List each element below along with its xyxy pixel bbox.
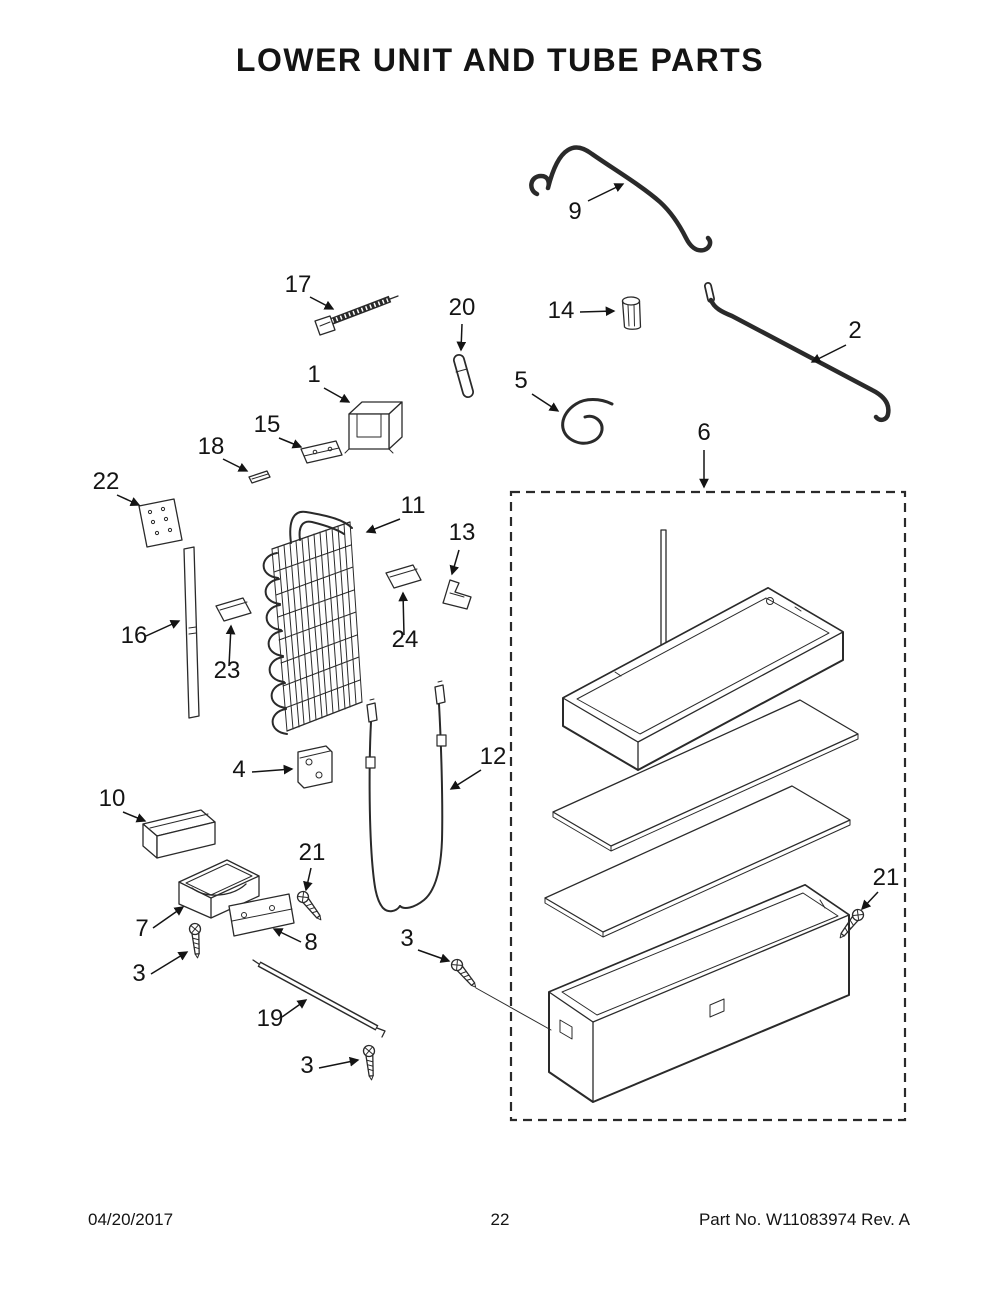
part-16-strip: [183, 546, 200, 719]
part-3-screw-left: [188, 922, 204, 960]
callout-6-label: 6: [697, 419, 710, 446]
footer-page-number: 22: [491, 1210, 510, 1229]
part-11-evaporator-coil: [262, 510, 363, 735]
callout-10-label: 10: [99, 785, 126, 812]
part-2-long-tube: [704, 282, 891, 423]
part-6-pan-assembly: [509, 490, 907, 1122]
callout-2: 2: [810, 317, 862, 363]
upper-pan: [562, 587, 844, 771]
callout-14: 14: [548, 297, 616, 324]
callout-14-label: 14: [548, 297, 575, 324]
callout-11-label: 11: [401, 492, 426, 519]
support-rod: [660, 529, 667, 653]
part-3-screw-bottom: [362, 1044, 378, 1082]
callout-6: 6: [697, 419, 711, 489]
part-8-plate: [228, 893, 295, 937]
lower-pan: [548, 884, 850, 1103]
callout-19: 19: [257, 999, 308, 1032]
part-18-clip: [248, 470, 271, 484]
footer-date: 04/20/2017: [88, 1210, 173, 1229]
callout-2-label: 2: [848, 317, 861, 344]
part-12-wire-harness: [365, 680, 447, 913]
part-15-plate: [300, 440, 343, 464]
callout-8-label: 8: [304, 929, 317, 956]
callout-7: 7: [135, 906, 185, 942]
part-9-tube: [529, 145, 713, 253]
page-title: LOWER UNIT AND TUBE PARTS: [236, 42, 764, 78]
callout-17-label: 17: [285, 271, 312, 298]
callout-3-left: 3: [132, 951, 189, 987]
callout-23-label: 23: [214, 657, 241, 684]
callout-18: 18: [198, 433, 249, 472]
callout-5-label: 5: [514, 367, 527, 394]
callout-21-left: 21: [299, 839, 326, 892]
part-14-cylinder: [621, 296, 642, 330]
glass-shelf-lower: [544, 785, 851, 938]
footer-part-number: Part No. W11083974 Rev. A: [699, 1210, 911, 1229]
callout-3-bottom: 3: [300, 1052, 360, 1079]
callout-9-label: 9: [568, 198, 581, 225]
callout-5: 5: [514, 367, 560, 412]
callout-3-bottom-label: 3: [300, 1052, 313, 1079]
callout-22: 22: [93, 468, 141, 507]
part-1-bracket: [344, 401, 403, 454]
callout-16-label: 16: [121, 622, 148, 649]
part-13-bracket: [442, 579, 472, 610]
part-22-plate: [138, 498, 183, 548]
callout-24: 24: [392, 591, 419, 653]
callout-21-right-label: 21: [873, 864, 900, 891]
part-19-rail: [252, 959, 386, 1038]
callout-22-label: 22: [93, 468, 120, 495]
part-3-screw-middle: [448, 956, 552, 1031]
callout-1-label: 1: [307, 361, 320, 388]
part-21-screw-left: [294, 888, 326, 924]
dashed-boundary-box: [509, 490, 907, 1122]
part-24-pad: [385, 564, 422, 589]
callout-21-left-label: 21: [299, 839, 326, 866]
callout-20-label: 20: [449, 294, 476, 321]
callout-7-label: 7: [135, 915, 148, 942]
callout-24-label: 24: [392, 626, 419, 653]
callout-10: 10: [99, 785, 147, 823]
part-4-clamp: [297, 745, 333, 789]
callout-9: 9: [568, 183, 625, 225]
callout-18-label: 18: [198, 433, 225, 460]
callout-19-label: 19: [257, 1005, 284, 1032]
callout-11: 11: [365, 492, 426, 534]
callout-17: 17: [285, 271, 335, 310]
callout-3-middle-label: 3: [400, 925, 413, 952]
part-20-small-tube: [453, 354, 474, 398]
callout-23: 23: [214, 624, 241, 684]
callout-21-right: 21: [860, 864, 900, 911]
callout-20: 20: [449, 294, 476, 352]
callout-13-label: 13: [449, 519, 476, 546]
callout-13: 13: [449, 519, 476, 576]
callout-8: 8: [272, 928, 318, 956]
callout-12-label: 12: [480, 743, 507, 770]
callout-12: 12: [449, 743, 507, 790]
callout-16: 16: [121, 619, 181, 649]
part-23-pad: [215, 597, 252, 622]
part-10-cover: [142, 809, 216, 859]
callout-1: 1: [307, 361, 351, 403]
part-7-wire-frame: [178, 859, 260, 919]
callout-4: 4: [232, 756, 294, 783]
glass-shelf-upper: [552, 699, 859, 852]
callout-3-middle: 3: [400, 925, 451, 963]
callout-4-label: 4: [232, 756, 245, 783]
callout-15-label: 15: [254, 411, 281, 438]
callout-15: 15: [254, 411, 303, 449]
part-5-curled-tube: [561, 398, 614, 445]
callout-3-left-label: 3: [132, 960, 145, 987]
part-17-cable-tie: [314, 295, 399, 336]
